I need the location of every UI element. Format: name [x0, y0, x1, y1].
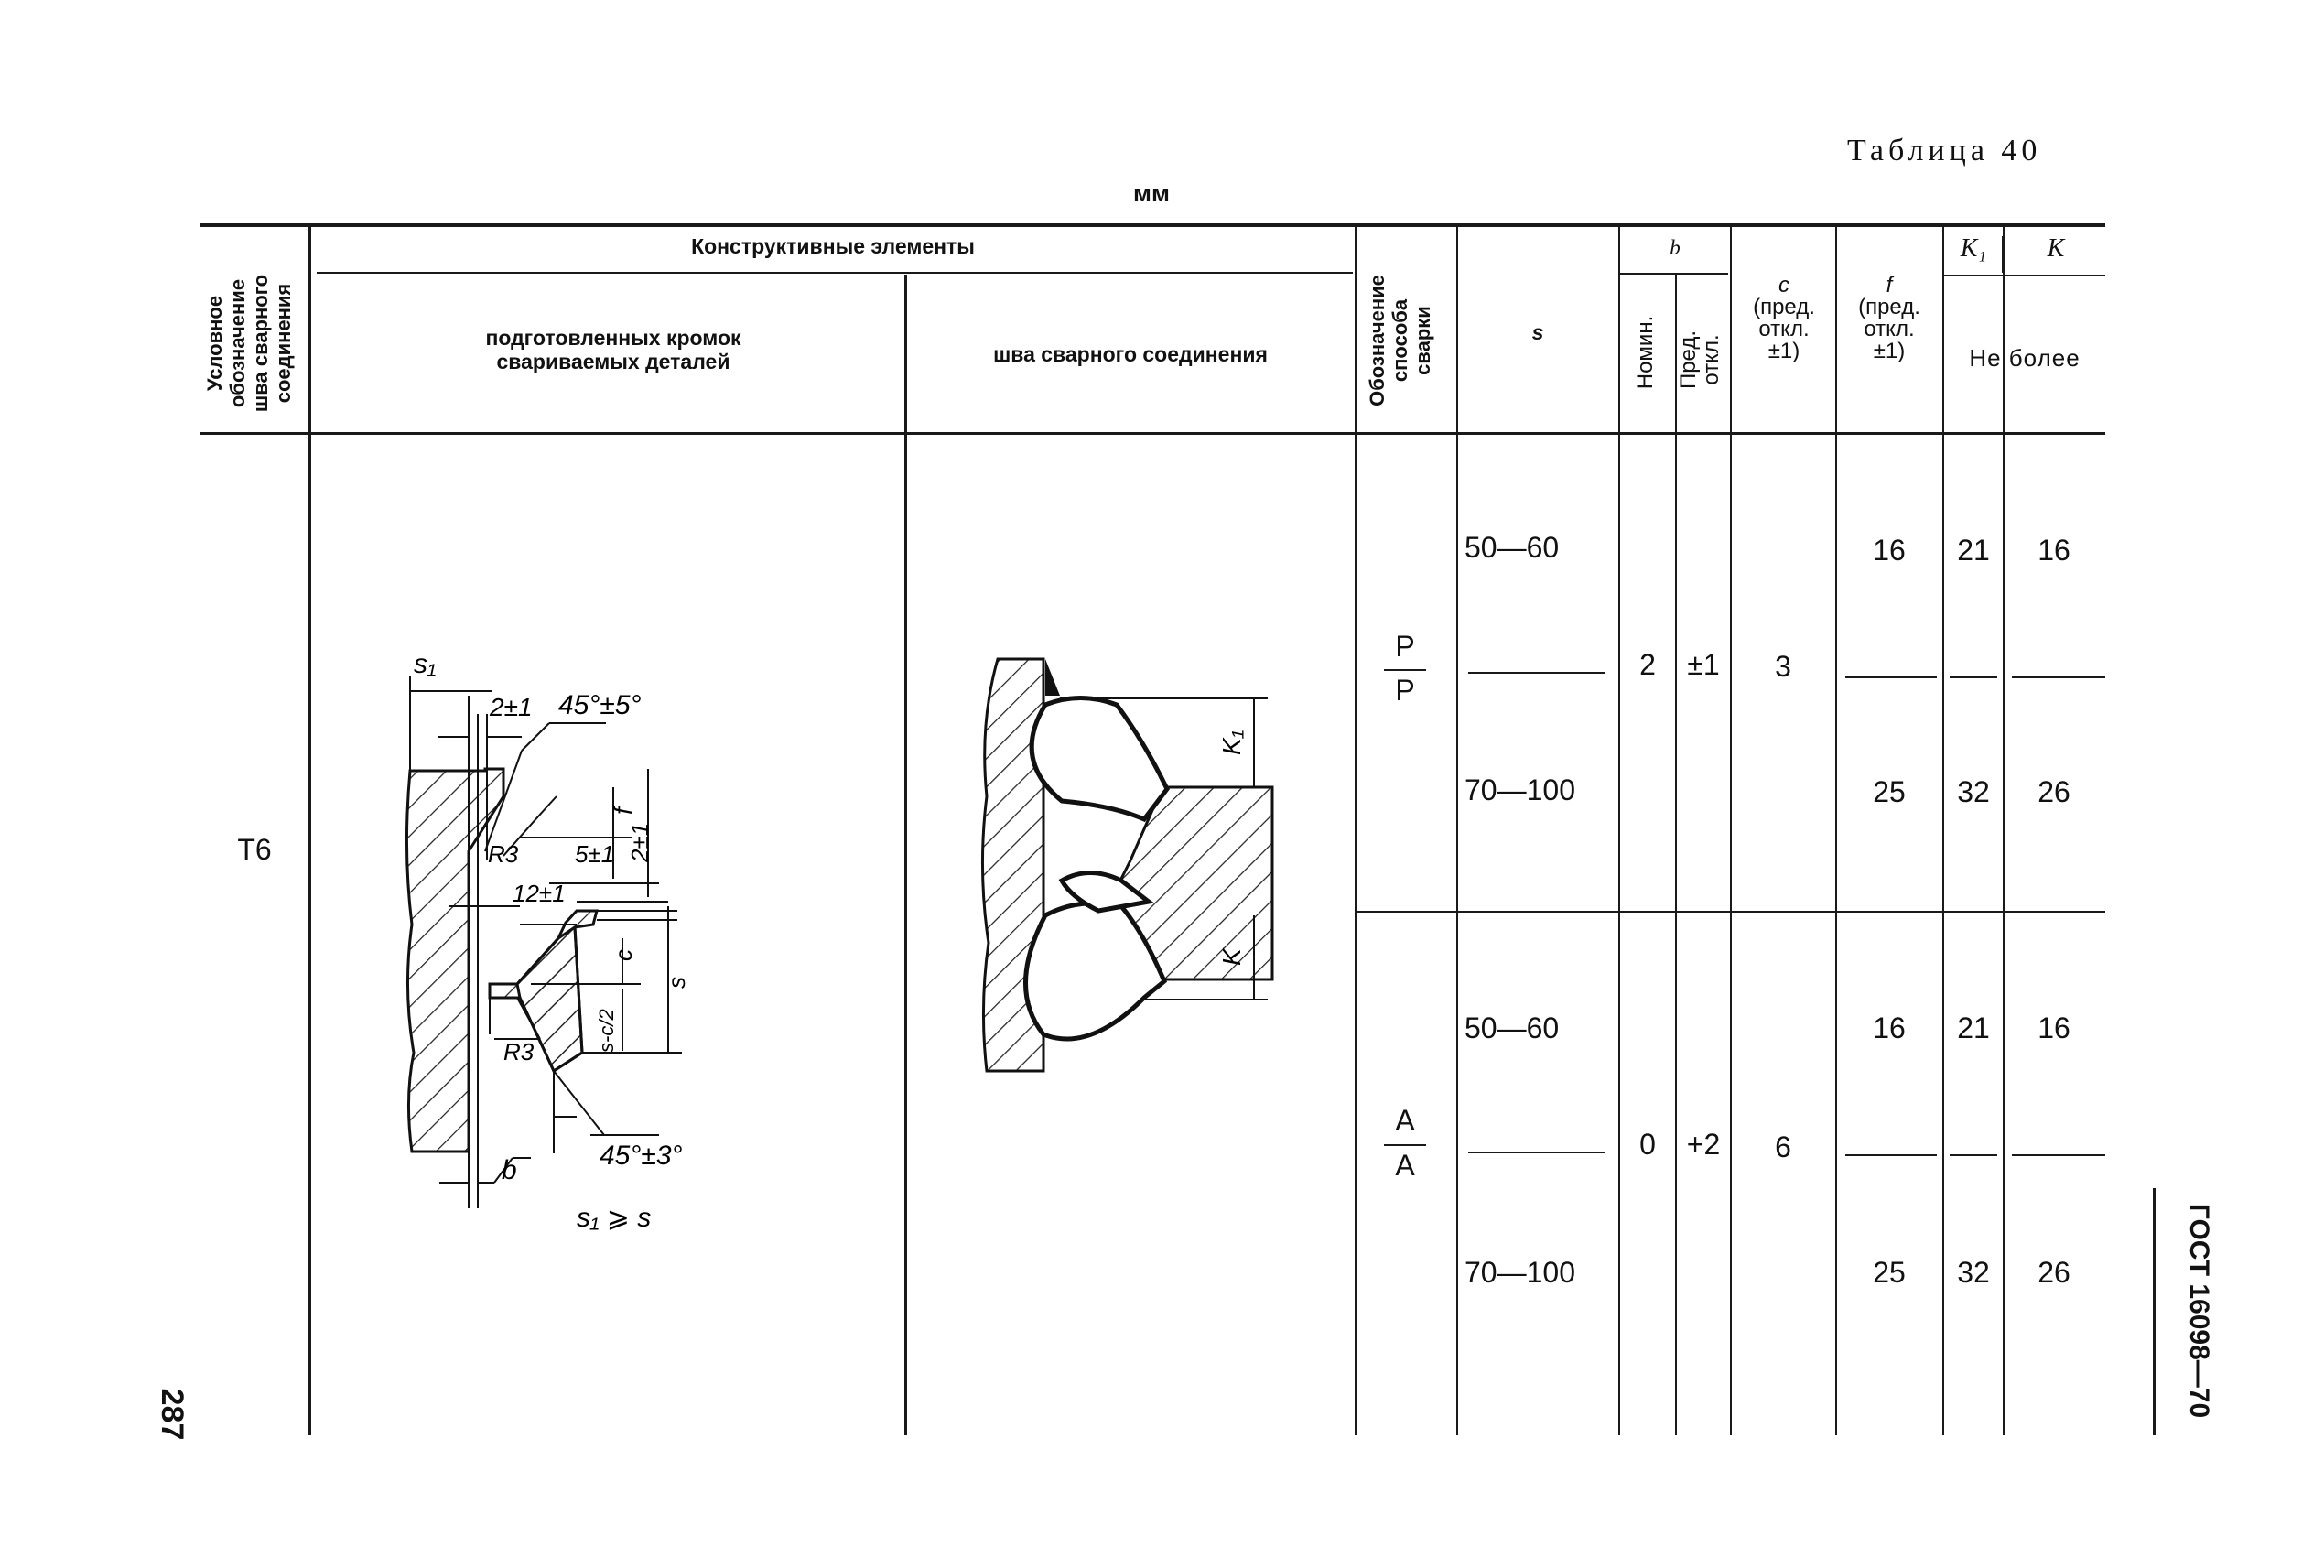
units-label: мм [1133, 179, 1170, 207]
header-b-nominal: Номин. [1633, 315, 1658, 390]
cell-k1: 21 [1957, 1011, 1990, 1044]
label-s-c-2: s-c/2 [595, 1009, 618, 1053]
cell-s: 70—100 [1465, 773, 1575, 806]
cell-designation: Т6 [237, 833, 272, 866]
label-b: b [502, 1155, 517, 1185]
cell-b-deviation: +2 [1686, 1128, 1721, 1161]
label-r3-bottom: R3 [503, 1038, 535, 1065]
cell-c: 3 [1775, 650, 1791, 683]
cell-k1: 21 [1957, 534, 1990, 567]
method-1-denominator: Р [1395, 674, 1415, 707]
header-c: c (пред. откл. ±1) [1753, 273, 1815, 363]
header-designation: Условное обозначение шва сварного соедин… [203, 274, 295, 413]
header-b: b [1670, 236, 1681, 259]
prepared-edges-drawing: s₁ 2±1 45°±5° f R3 5±1 2±1 12±1 c s s-c/… [405, 649, 690, 1233]
label-gap: 2±1 [489, 693, 533, 721]
cell-b-nominal: 2 [1639, 648, 1656, 681]
label-angle-top: 45°±5° [558, 690, 642, 720]
method-1-numerator: Р [1395, 630, 1415, 663]
header-k: K [2047, 234, 2065, 263]
table-title: Таблица 40 [1847, 134, 2042, 168]
header-f: f (пред. откл. ±1) [1858, 273, 1920, 363]
cell-s: 50—60 [1465, 531, 1560, 564]
header-b-deviation: Пред. откл. [1676, 330, 1724, 390]
method-2-denominator: А [1395, 1149, 1415, 1182]
cell-k: 16 [2038, 534, 2070, 567]
cell-k: 26 [2038, 1256, 2070, 1289]
cell-f: 25 [1873, 1256, 1906, 1289]
label-f: f [609, 805, 637, 815]
label-s1-ge-s: s₁ ⩾ s [577, 1203, 651, 1233]
cell-b-deviation: ±1 [1687, 648, 1720, 681]
cell-f: 16 [1873, 1011, 1906, 1044]
cell-k1: 32 [1957, 775, 1990, 808]
cell-f: 16 [1873, 534, 1906, 567]
cell-k: 16 [2038, 1011, 2070, 1044]
weld-seam-drawing: K₁ K [980, 657, 1274, 1073]
label-k: K [1217, 947, 1246, 966]
label-dim-2: 2±1 [626, 823, 654, 863]
method-2-fraction-bar [1384, 1144, 1426, 1146]
label-dim-12: 12±1 [513, 880, 566, 907]
header-constructive: Конструктивные элементы [691, 234, 975, 258]
header-method: Обозначение способа сварки [1366, 275, 1434, 406]
label-dim-5: 5±1 [575, 840, 614, 868]
method-1-fraction-bar [1384, 669, 1426, 671]
label-r3-top: R3 [488, 840, 519, 868]
label-k1: K₁ [1217, 730, 1246, 755]
cell-c: 6 [1775, 1130, 1791, 1163]
header-k1: K₁ [1960, 234, 1987, 263]
cell-s: 70—100 [1465, 1256, 1575, 1289]
label-c: c [610, 949, 637, 961]
header-s: s [1531, 320, 1544, 344]
cell-s: 50—60 [1465, 1011, 1560, 1044]
standard-rule [2153, 1188, 2156, 1435]
cell-k: 26 [2038, 775, 2070, 808]
cell-b-nominal: 0 [1639, 1128, 1656, 1161]
page-number: 287 [155, 1388, 189, 1441]
header-prepared-edges: подготовленных кромок свариваемых детале… [485, 326, 741, 373]
header-weld-seam: шва сварного соединения [993, 342, 1268, 366]
standard-code: ГОСТ 16098—70 [2184, 1203, 2214, 1419]
cell-k1: 32 [1957, 1256, 1990, 1289]
label-s: s [663, 977, 690, 989]
label-angle-bottom: 45°±3° [600, 1141, 683, 1171]
header-not-more: Не более [1969, 344, 2081, 372]
cell-f: 25 [1873, 775, 1906, 808]
method-2-numerator: А [1395, 1104, 1415, 1137]
label-s1: s₁ [414, 649, 436, 679]
